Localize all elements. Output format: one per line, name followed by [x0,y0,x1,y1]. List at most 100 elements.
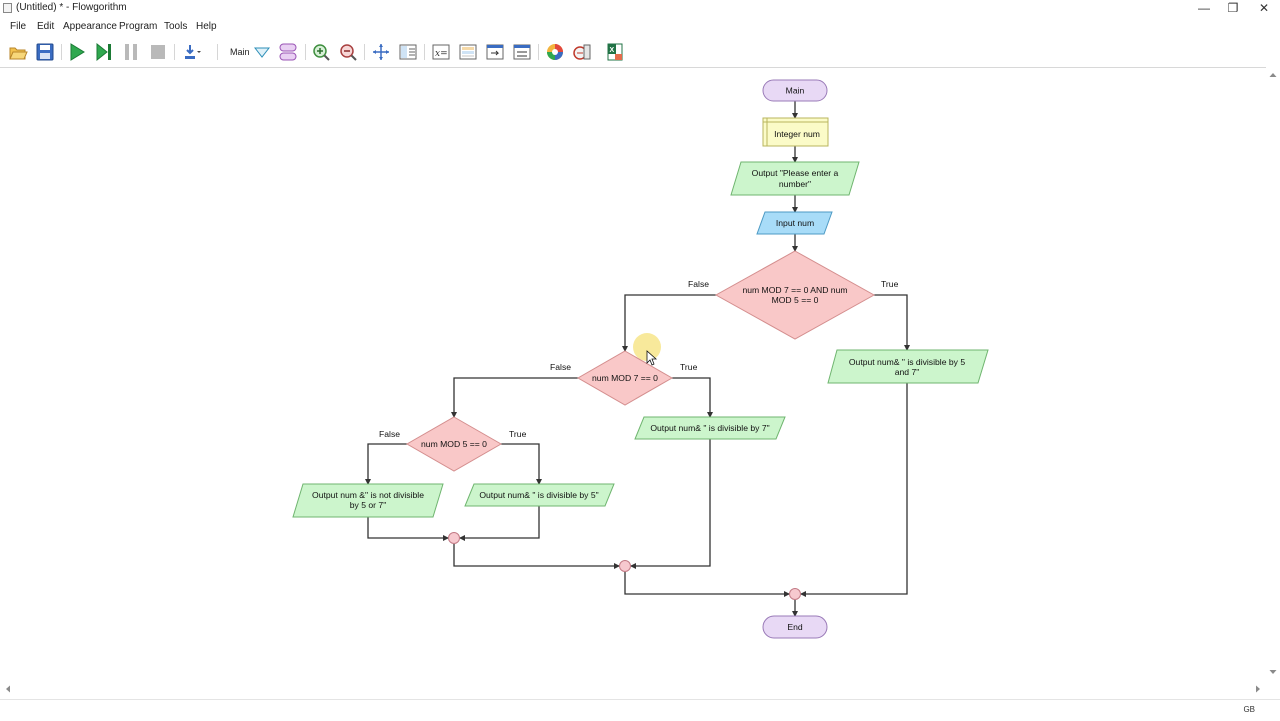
menu-tools[interactable]: Tools [164,21,188,32]
zoom-in-icon[interactable] [311,42,331,62]
function-dropdown-icon[interactable] [252,42,272,62]
connector [630,439,711,569]
output-divisible-5-and-7[interactable]: Output num& " is divisible by 5 and 7" [827,349,989,384]
junction-point [789,588,801,600]
end-label: End [787,622,803,632]
out5-label: Output num& " is divisible by 5" [479,490,598,500]
decision-mod7-false-label: False [550,362,571,372]
toolbar-separator [364,44,365,60]
decision-mod7-label: num MOD 7 == 0 [592,373,658,383]
svg-text:x=: x= [435,49,448,59]
out7-label: Output num& " is divisible by 7" [650,423,769,433]
open-icon[interactable] [8,42,28,62]
svg-text:X: X [610,47,615,54]
prompt-label-line1: Output "Please enter a [752,168,839,178]
horizontal-scrollbar[interactable] [0,682,1266,696]
function-label: Main [230,47,250,57]
toolbar-separator [61,44,62,60]
decision-mod7[interactable]: num MOD 7 == 0 [576,350,674,406]
flowchart-canvas[interactable] [0,67,1266,683]
start-terminal[interactable]: Main [762,79,828,102]
status-language: GB [1243,705,1255,714]
layout-icon[interactable] [398,42,418,62]
scroll-left-icon[interactable] [6,685,10,693]
zoom-out-icon[interactable] [338,42,358,62]
function-manage-icon[interactable] [278,42,298,62]
output-divisible-7[interactable]: Output num& " is divisible by 7" [634,416,786,440]
window-title: (Untitled) * - Flowgorithm [16,2,127,13]
output-divisible-5[interactable]: Output num& " is divisible by 5" [464,483,615,507]
connector [453,544,620,569]
scroll-down-icon[interactable] [1269,670,1277,674]
toolbar-separator [217,44,218,60]
connector [365,443,407,485]
cursor-highlight [633,333,661,361]
toolbar-separator [305,44,306,60]
decision-mod5-true-label: True [509,429,527,439]
output-not-divisible[interactable]: Output num &" is not divisible by 5 or 7… [292,483,444,518]
toolbar-separator [538,44,539,60]
connector [501,443,542,485]
toolbar-separator [174,44,175,60]
decision-mod5[interactable]: num MOD 5 == 0 [405,416,503,472]
fit-icon[interactable] [371,42,391,62]
declare-label: Integer num [774,129,820,139]
variable-watch-icon[interactable]: x= [431,42,451,62]
toolbar-separator [424,44,425,60]
title-bar: (Untitled) * - Flowgorithm — ❐ ✕ [0,0,1280,16]
declare-block[interactable]: Integer num [762,117,829,147]
chart-icon[interactable] [512,42,532,62]
save-icon[interactable] [35,42,55,62]
app-icon [3,3,12,13]
prompt-output-block[interactable]: Output "Please enter a number" [730,161,860,196]
stop-icon[interactable] [148,42,168,62]
outnot-label-line2: by 5 or 7" [350,500,387,510]
connector [624,572,790,597]
console-icon[interactable] [458,42,478,62]
export-icon[interactable] [572,42,592,62]
minimize-button[interactable]: — [1198,1,1210,15]
connector [622,294,716,352]
menu-appearance[interactable]: Appearance [63,21,117,32]
output-icon[interactable] [485,42,505,62]
connector [451,377,578,418]
end-terminal[interactable]: End [762,615,828,639]
input-label: Input num [776,218,814,228]
run-icon[interactable] [67,42,87,62]
menu-help[interactable]: Help [196,21,217,32]
color-icon[interactable] [545,42,565,62]
menu-program[interactable]: Program [119,21,158,32]
connector [367,517,449,541]
toolbar: Main x= X [0,38,1280,66]
scroll-up-icon[interactable] [1269,73,1277,77]
menu-edit[interactable]: Edit [37,21,55,32]
close-button[interactable]: ✕ [1258,1,1270,15]
status-bar: GB [0,699,1280,721]
decision-and[interactable]: num MOD 7 == 0 AND num MOD 5 == 0 [714,250,876,340]
junction-point [619,560,631,572]
restore-button[interactable]: ❐ [1227,1,1239,15]
outnot-label-line1: Output num &" is not divisible [312,490,424,500]
out57-label-line2: and 7" [895,367,920,377]
speed-icon[interactable] [182,42,202,62]
decision-and-true-label: True [881,279,899,289]
pause-icon[interactable] [121,42,141,62]
vertical-scrollbar[interactable] [1266,68,1280,682]
connector [800,383,908,597]
connector [459,506,540,541]
out57-label-line1: Output num& " is divisible by 5 [849,357,965,367]
decision-mod5-false-label: False [379,429,400,439]
decision-and-line1: num MOD 7 == 0 AND num [742,285,847,295]
mouse-pointer-icon [646,350,658,366]
scroll-right-icon[interactable] [1256,685,1260,693]
step-icon[interactable] [94,42,114,62]
menu-file[interactable]: File [10,21,27,32]
menu-bar: File Edit Appearance Program Tools Help [0,18,1280,36]
connector [874,294,910,351]
decision-mod5-label: num MOD 5 == 0 [421,439,487,449]
excel-icon[interactable]: X [605,42,625,62]
prompt-label-line2: number" [779,179,811,189]
input-block[interactable]: Input num [756,211,833,235]
decision-and-line2: MOD 5 == 0 [772,295,819,305]
